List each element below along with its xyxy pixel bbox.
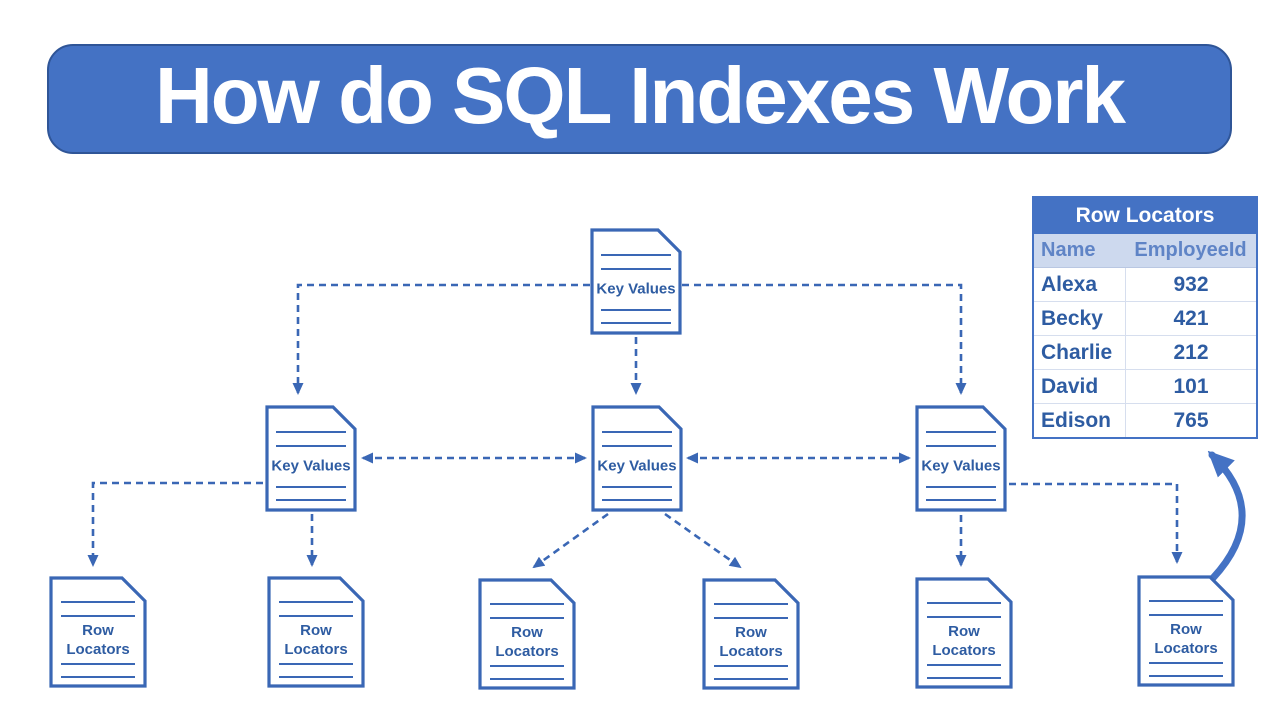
node-label: Row Locators <box>66 621 130 658</box>
cell-employee-id: 765 <box>1173 408 1209 432</box>
table-title: Row Locators <box>1034 198 1256 234</box>
cell-employee-id: 212 <box>1173 340 1209 364</box>
cell-name: Alexa <box>1034 268 1126 301</box>
table-row: Edison 765 <box>1034 404 1256 437</box>
arrow-root-to-left-node <box>292 283 590 395</box>
node-label: Key Values <box>596 280 676 298</box>
leaf-row-locators-5: Row Locators <box>915 577 1013 689</box>
node-label: Row Locators <box>284 621 348 658</box>
document-icon <box>915 577 1013 689</box>
arrow-left-node-to-leaf1 <box>87 481 263 567</box>
leaf-row-locators-3: Row Locators <box>478 578 576 690</box>
node-label: Row Locators <box>495 623 559 660</box>
table-row: Alexa 932 <box>1034 268 1256 302</box>
arrow-root-to-right-node <box>682 283 967 395</box>
node-label: Row Locators <box>932 622 996 659</box>
document-icon <box>590 228 682 335</box>
document-icon <box>591 405 683 512</box>
cell-name: Edison <box>1034 404 1126 437</box>
node-left-key-values: Key Values <box>265 405 357 512</box>
cell-employee-id: 101 <box>1173 374 1209 398</box>
node-right-key-values: Key Values <box>915 405 1007 512</box>
cell-employee-id: 932 <box>1173 272 1209 296</box>
document-icon <box>267 576 365 688</box>
table-row: David 101 <box>1034 370 1256 404</box>
title-banner: How do SQL Indexes Work <box>47 44 1232 154</box>
row-locators-table: Row Locators Name EmployeeId Alexa 932 B… <box>1032 196 1258 439</box>
table-row: Becky 421 <box>1034 302 1256 336</box>
cell-name: Charlie <box>1034 336 1126 369</box>
column-header-employeeid: EmployeeId <box>1134 239 1247 261</box>
table-row: Charlie 212 <box>1034 336 1256 370</box>
cell-name: David <box>1034 370 1126 403</box>
table-column-headers: Name EmployeeId <box>1034 234 1256 268</box>
cell-employee-id: 421 <box>1173 306 1209 330</box>
node-root-key-values: Key Values <box>590 228 682 335</box>
node-label: Row Locators <box>1154 620 1218 657</box>
arrow-right-node-to-leaf6 <box>1009 482 1183 564</box>
node-center-key-values: Key Values <box>591 405 683 512</box>
page-title: How do SQL Indexes Work <box>155 51 1126 140</box>
document-icon <box>1137 575 1235 687</box>
document-icon <box>265 405 357 512</box>
node-label: Key Values <box>597 457 677 475</box>
document-icon <box>702 578 800 690</box>
document-icon <box>915 405 1007 512</box>
arrow-center-node-to-leaf3 <box>532 512 609 569</box>
cell-name: Becky <box>1034 302 1126 335</box>
column-header-name: Name <box>1041 239 1096 261</box>
arrow-center-node-to-leaf4 <box>664 512 742 569</box>
leaf-row-locators-6: Row Locators <box>1137 575 1235 687</box>
leaf-row-locators-1: Row Locators <box>49 576 147 688</box>
node-label: Row Locators <box>719 623 783 660</box>
node-label: Key Values <box>921 457 1001 475</box>
document-icon <box>478 578 576 690</box>
arrow-leaf-to-table <box>1207 450 1246 582</box>
node-label: Key Values <box>271 457 351 475</box>
leaf-row-locators-4: Row Locators <box>702 578 800 690</box>
document-icon <box>49 576 147 688</box>
leaf-row-locators-2: Row Locators <box>267 576 365 688</box>
